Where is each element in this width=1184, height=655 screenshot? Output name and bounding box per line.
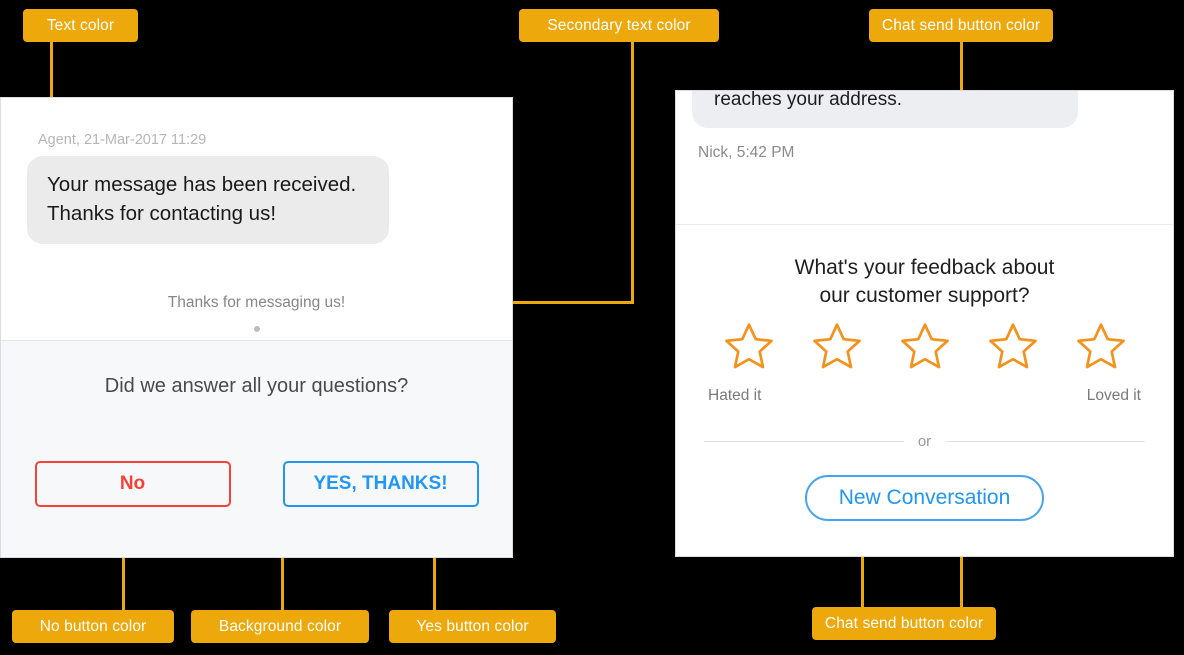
annotation-badge-no-button-color: No button color <box>12 610 174 643</box>
annotation-badge-yes-button-color: Yes button color <box>389 610 556 643</box>
right-panel-divider <box>676 224 1173 225</box>
feedback-title-line2: our customer support? <box>819 284 1030 308</box>
agent-message-bubble: Your message has been received. Thanks f… <box>27 156 389 245</box>
connector-chat-send-bottom-left <box>861 528 864 609</box>
right-chat-panel: reaches your address. Nick, 5:42 PM What… <box>675 90 1174 557</box>
or-label: or <box>917 433 932 450</box>
rating-high-label: Loved it <box>1086 387 1141 404</box>
annotation-badge-chat-send-bottom: Chat send button color <box>812 607 996 640</box>
new-conversation-wrap: New Conversation <box>676 475 1173 521</box>
feedback-form: What's your feedback about our customer … <box>676 225 1173 556</box>
rating-scale-labels: Hated it Loved it <box>708 387 1141 405</box>
annotation-badge-text-color: Text color <box>23 9 138 42</box>
star-icon-1[interactable] <box>722 319 776 371</box>
agent-message-meta: Agent, 21-Mar-2017 11:29 <box>38 132 207 148</box>
star-icon-4[interactable] <box>986 319 1040 371</box>
system-note: Thanks for messaging us! <box>167 294 346 311</box>
feedback-title: What's your feedback about our customer … <box>676 254 1173 311</box>
star-icon-2[interactable] <box>810 319 864 371</box>
star-rating[interactable] <box>676 319 1173 371</box>
pagination-dot-icon <box>253 326 260 332</box>
feedback-title-line1: What's your feedback about <box>794 256 1055 279</box>
connector-chat-send-bottom-right <box>960 518 963 609</box>
customer-message-bubble: reaches your address. <box>692 91 1078 128</box>
resolution-button-row: No YES, THANKS! <box>1 461 512 507</box>
right-message-area: reaches your address. Nick, 5:42 PM <box>676 91 1173 224</box>
or-separator: or <box>704 433 1145 450</box>
or-line-left <box>704 441 904 442</box>
left-panel-divider <box>1 340 512 341</box>
new-conversation-button[interactable]: New Conversation <box>804 475 1045 521</box>
annotation-badge-background-color: Background color <box>191 610 369 643</box>
annotation-badge-secondary-text-color: Secondary text color <box>519 9 719 42</box>
customer-message-meta: Nick, 5:42 PM <box>698 144 795 161</box>
star-icon-5[interactable] <box>1074 319 1128 371</box>
annotation-badge-chat-send-top: Chat send button color <box>869 9 1053 42</box>
connector-no-button <box>122 508 125 612</box>
star-icon-3[interactable] <box>898 319 952 371</box>
resolution-question: Did we answer all your questions? <box>104 375 409 397</box>
or-line-right <box>945 441 1145 442</box>
resolution-prompt-area: Did we answer all your questions? No YES… <box>1 341 512 557</box>
connector-secondary-text-vertical <box>631 41 634 304</box>
yes-thanks-button[interactable]: YES, THANKS! <box>282 461 479 507</box>
no-button[interactable]: No <box>34 461 231 507</box>
left-message-area: Agent, 21-Mar-2017 11:29 Your message ha… <box>1 98 512 340</box>
left-chat-panel: Agent, 21-Mar-2017 11:29 Your message ha… <box>0 97 513 558</box>
connector-background <box>281 533 284 612</box>
connector-yes-button <box>433 508 436 612</box>
rating-low-label: Hated it <box>708 387 762 404</box>
